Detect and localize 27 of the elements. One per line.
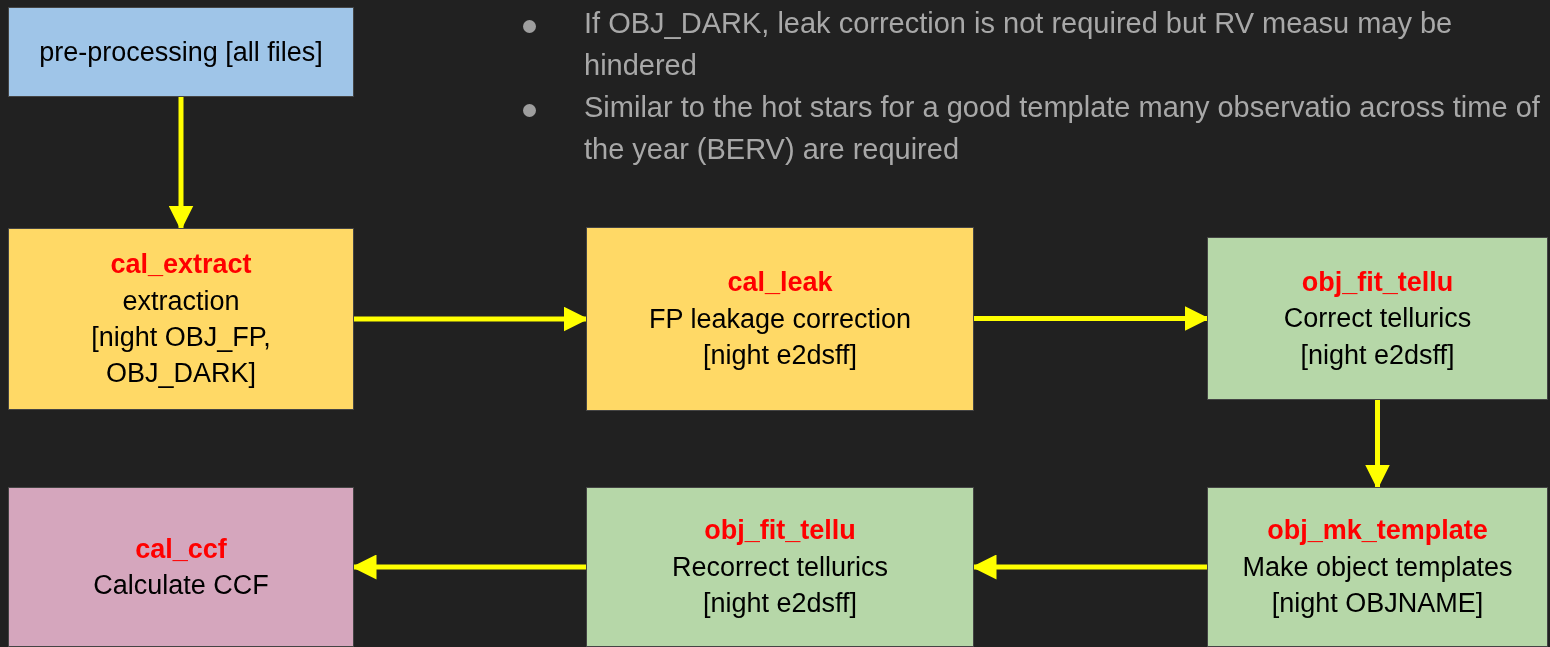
bullet-text: Similar to the hot stars for a good template many observatio across time of the year (BERV) are required — [584, 90, 1541, 167]
process-box — [8, 487, 354, 647]
step-description: FP leakage correction — [648, 302, 912, 336]
process-box — [586, 227, 974, 411]
step-description: [night e2dsff] — [702, 587, 858, 621]
step-name: cal_extract — [110, 248, 252, 282]
step-description: Correct tellurics — [1283, 302, 1472, 336]
step-description: [night OBJ_FP, OBJ_DARK] — [90, 321, 272, 391]
process-box — [1207, 487, 1548, 647]
step-description: pre-processing [all files] — [39, 35, 323, 69]
step-name: cal_leak — [727, 266, 833, 300]
step-description: [night e2dsff] — [1300, 338, 1455, 372]
step-name: obj_mk_template — [1267, 514, 1488, 548]
step-description: [night OBJNAME] — [1271, 587, 1484, 621]
bullet-text: If OBJ_DARK, leak correction is not required but RV measu may be hindered — [584, 6, 1454, 83]
step-description: Calculate CCF — [93, 569, 269, 602]
step-name: obj_fit_tellu — [1301, 265, 1454, 299]
process-box — [8, 228, 354, 410]
process-box — [586, 487, 974, 647]
process-box — [1207, 237, 1548, 400]
step-description: Make object templates — [1242, 550, 1513, 584]
step-description: [night e2dsff] — [702, 339, 858, 373]
step-name: obj_fit_tellu — [704, 514, 856, 548]
step-description: Recorrect tellurics — [671, 550, 889, 584]
process-box — [8, 7, 354, 97]
step-description: extraction — [122, 284, 240, 318]
step-name: cal_ccf — [135, 532, 227, 566]
